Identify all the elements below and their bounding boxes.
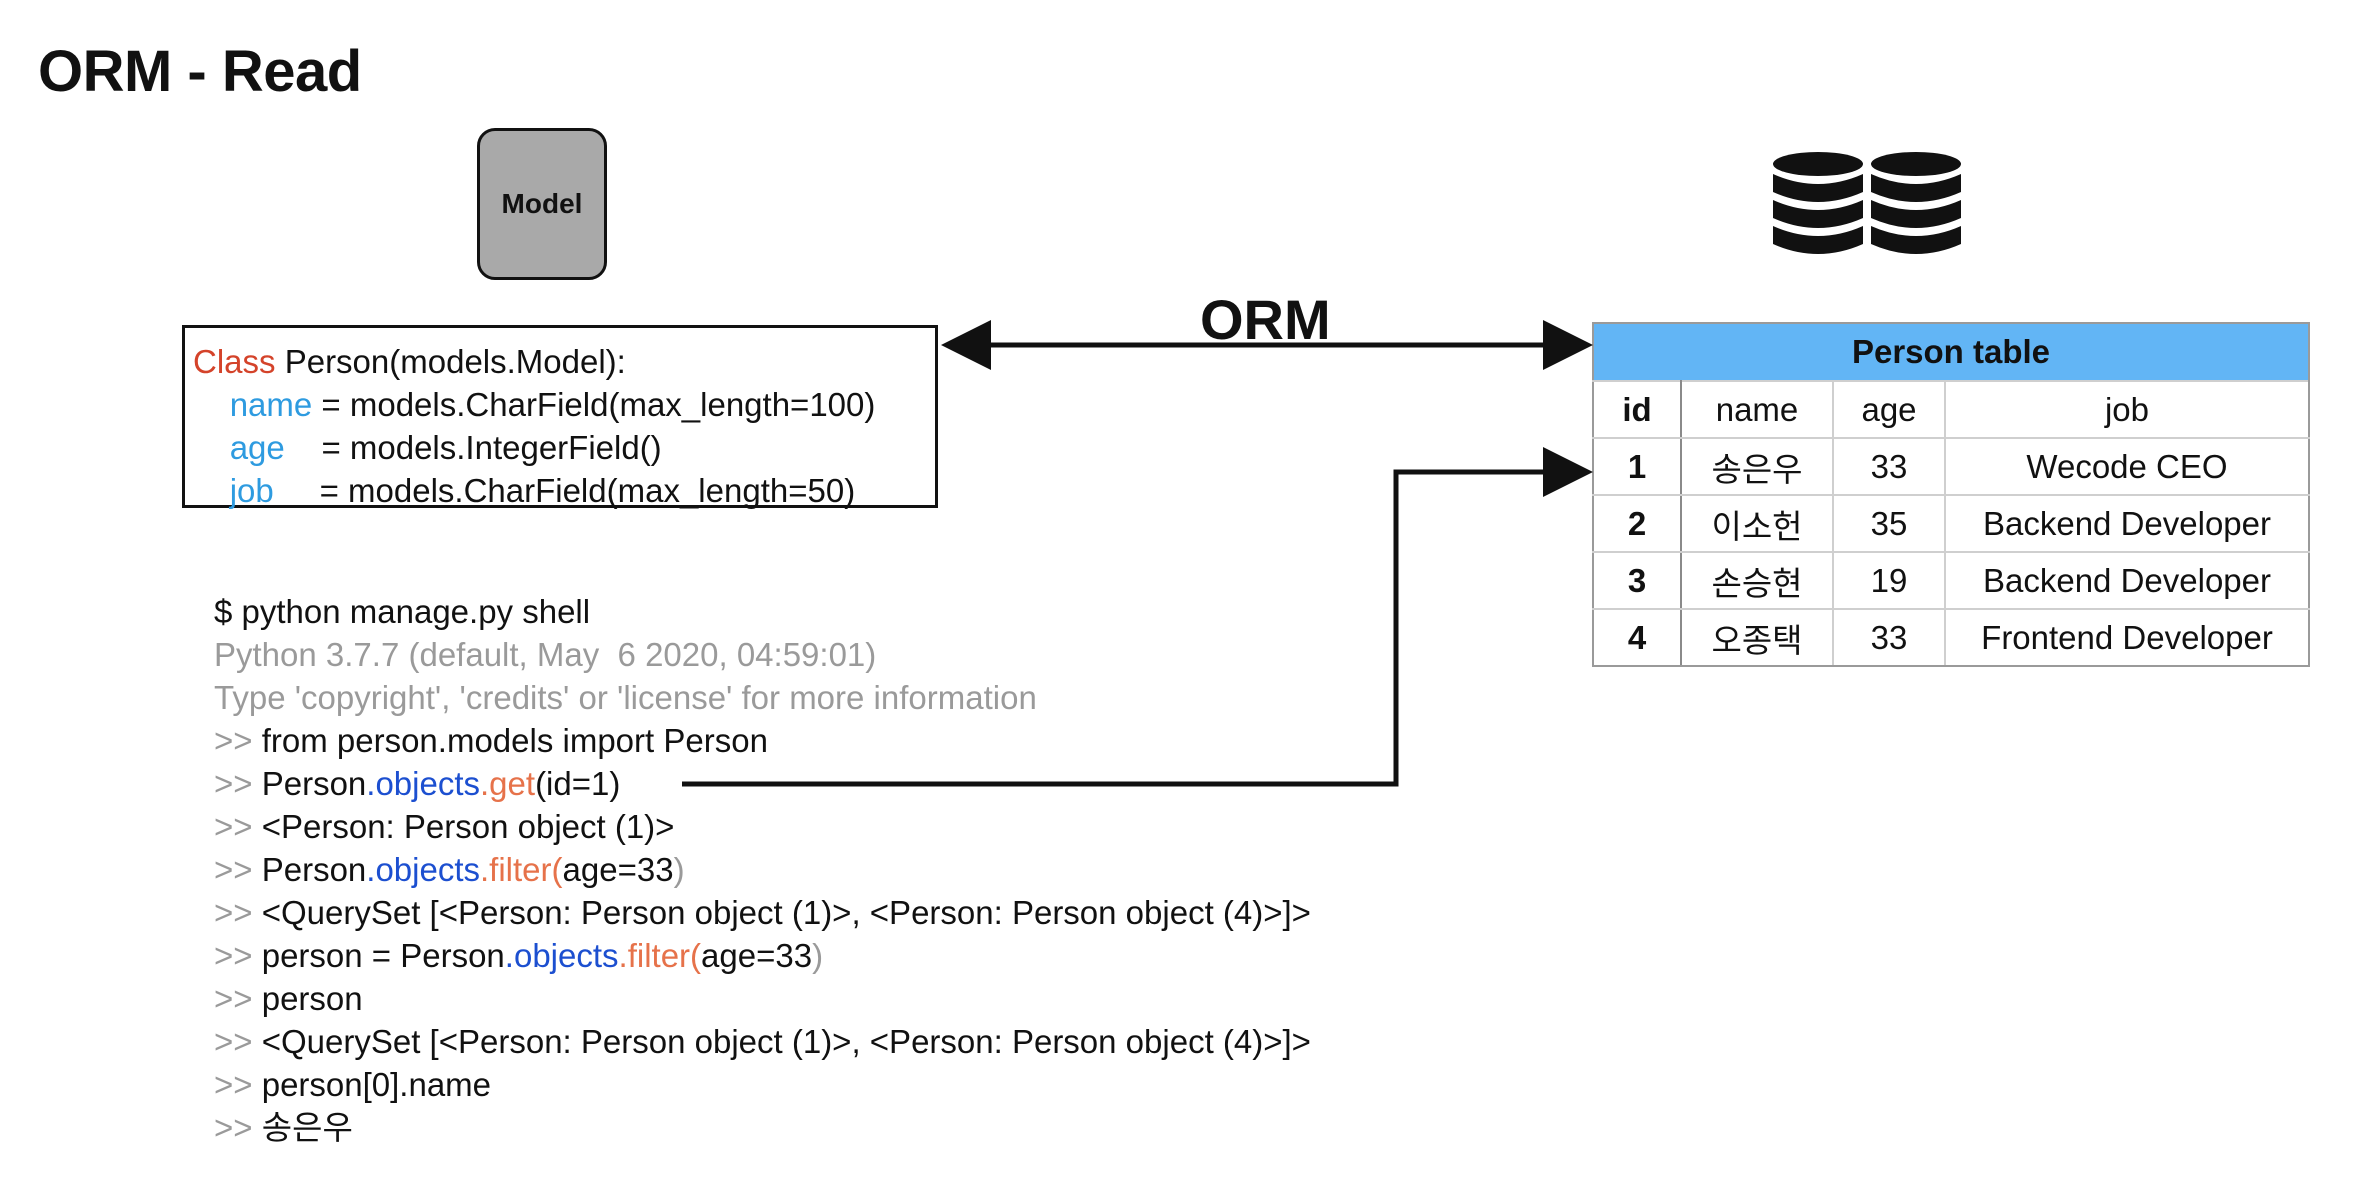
cell-age: 35 (1832, 494, 1946, 553)
shell-info-version: Python 3.7.7 (default, May 6 2020, 04:59… (214, 636, 877, 673)
shell-line-index: >> person[0].name (214, 1066, 492, 1103)
class-line: Class Person(models.Model): (193, 340, 935, 383)
prompt: >> (214, 1023, 262, 1060)
field-value: = models.IntegerField() (321, 429, 662, 466)
cell-id: 3 (1592, 551, 1682, 610)
field-name: name (229, 386, 313, 423)
cell-name: 이소헌 (1680, 494, 1834, 553)
cell-name: 송은우 (1680, 437, 1834, 496)
class-definition-box: Class Person(models.Model): name = model… (182, 325, 938, 509)
field-line-job: job = models.CharField(max_length=50) (193, 469, 935, 512)
header-job: job (1944, 380, 2310, 439)
cell-age: 33 (1832, 608, 1946, 667)
person-table: Person table id name age job 1 송은우 33 We… (1592, 322, 2310, 667)
cell-job: Backend Developer (1944, 494, 2310, 553)
table-row: 3 손승현 19 Backend Developer (1592, 551, 2310, 610)
cell-id: 4 (1592, 608, 1682, 667)
table-title: Person table (1592, 322, 2310, 380)
prompt: >> (214, 765, 262, 802)
database-cylinder-right (1871, 152, 1961, 254)
header-age: age (1832, 380, 1946, 439)
cell-job: Frontend Developer (1944, 608, 2310, 667)
field-value: = models.CharField(max_length=100) (321, 386, 876, 423)
shell-line-queryset-2: >> <QuerySet [<Person: Person object (1)… (214, 1023, 1311, 1060)
class-keyword: Class (193, 343, 276, 380)
header-id: id (1592, 380, 1682, 439)
prompt: >> (214, 1066, 262, 1103)
shell-line-get: >> Person.objects.get(id=1) (214, 765, 621, 802)
page-title: ORM - Read (38, 39, 362, 104)
header-name: name (1680, 380, 1834, 439)
shell-session: $ python manage.py shell Python 3.7.7 (d… (214, 590, 1311, 1149)
shell-command: $ python manage.py shell (214, 593, 591, 630)
model-label: Model (501, 188, 583, 219)
cell-name: 손승현 (1680, 551, 1834, 610)
field-name: job (229, 472, 274, 509)
prompt: >> (214, 808, 262, 845)
field-line-age: age = models.IntegerField() (193, 426, 935, 469)
shell-line-assign: >> person = Person.objects.filter(age=33… (214, 937, 824, 974)
shell-line-var: >> person (214, 980, 363, 1017)
shell-line-import: >> from person.models import Person (214, 722, 768, 759)
cell-age: 33 (1832, 437, 1946, 496)
field-line-name: name = models.CharField(max_length=100) (193, 383, 935, 426)
prompt: >> (214, 722, 262, 759)
class-signature: Person(models.Model): (275, 343, 626, 380)
shell-line-get-result: >> <Person: Person object (1)> (214, 808, 675, 845)
field-value: = models.CharField(max_length=50) (319, 472, 856, 509)
cell-job: Backend Developer (1944, 551, 2310, 610)
shell-line-filter: >> Person.objects.filter(age=33) (214, 851, 685, 888)
table-header-row: id name age job (1592, 380, 2310, 439)
prompt: >> (214, 937, 262, 974)
database-icon (1770, 150, 1970, 267)
cell-age: 19 (1832, 551, 1946, 610)
prompt: >> (214, 1109, 262, 1146)
model-box: Model (477, 128, 607, 280)
table-row: 4 오종택 33 Frontend Developer (1592, 608, 2310, 667)
prompt: >> (214, 851, 262, 888)
shell-line-queryset: >> <QuerySet [<Person: Person object (1)… (214, 894, 1311, 931)
shell-info-license: Type 'copyright', 'credits' or 'license'… (214, 679, 1037, 716)
table-row: 2 이소헌 35 Backend Developer (1592, 494, 2310, 553)
prompt: >> (214, 894, 262, 931)
cell-id: 2 (1592, 494, 1682, 553)
cell-name: 오종택 (1680, 608, 1834, 667)
get-to-row-arrow (682, 447, 1593, 787)
shell-line-name-result: >> 송은우 (214, 1109, 353, 1146)
cell-job: Wecode CEO (1944, 437, 2310, 496)
field-name: age (229, 429, 285, 466)
database-cylinder-left (1773, 152, 1863, 254)
table-row: 1 송은우 33 Wecode CEO (1592, 437, 2310, 496)
prompt: >> (214, 980, 262, 1017)
cell-id: 1 (1592, 437, 1682, 496)
